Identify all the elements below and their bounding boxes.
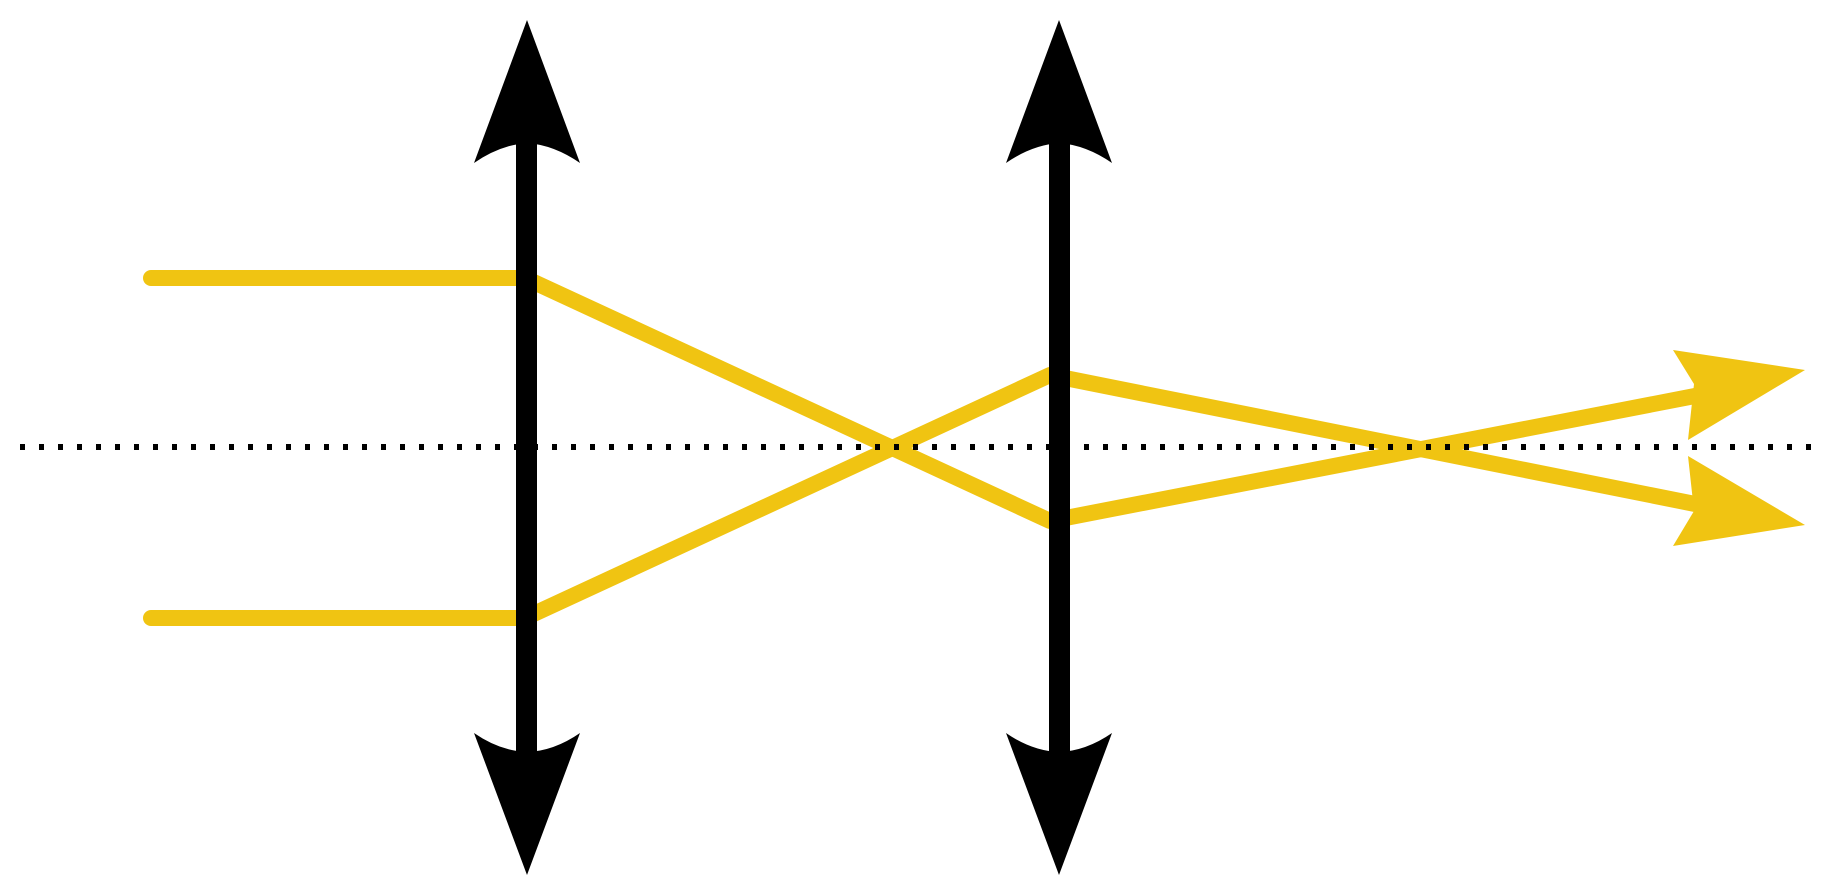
ray-2-path	[151, 367, 1702, 626]
lens-1-top-arrowhead	[474, 20, 580, 163]
lens-2	[1006, 20, 1112, 875]
lens-2-top-arrowhead	[1006, 20, 1112, 163]
lens-1	[474, 20, 580, 875]
ray-1-path	[151, 270, 1702, 529]
lens-1-body	[516, 130, 537, 760]
lens-1-bottom-arrowhead	[474, 733, 580, 875]
ray-2-arrowhead	[1673, 456, 1805, 546]
light-rays	[143, 270, 1805, 626]
lens-2-body	[1049, 130, 1070, 760]
lens-2-bottom-arrowhead	[1006, 733, 1112, 875]
ray-1-arrowhead	[1673, 350, 1805, 440]
